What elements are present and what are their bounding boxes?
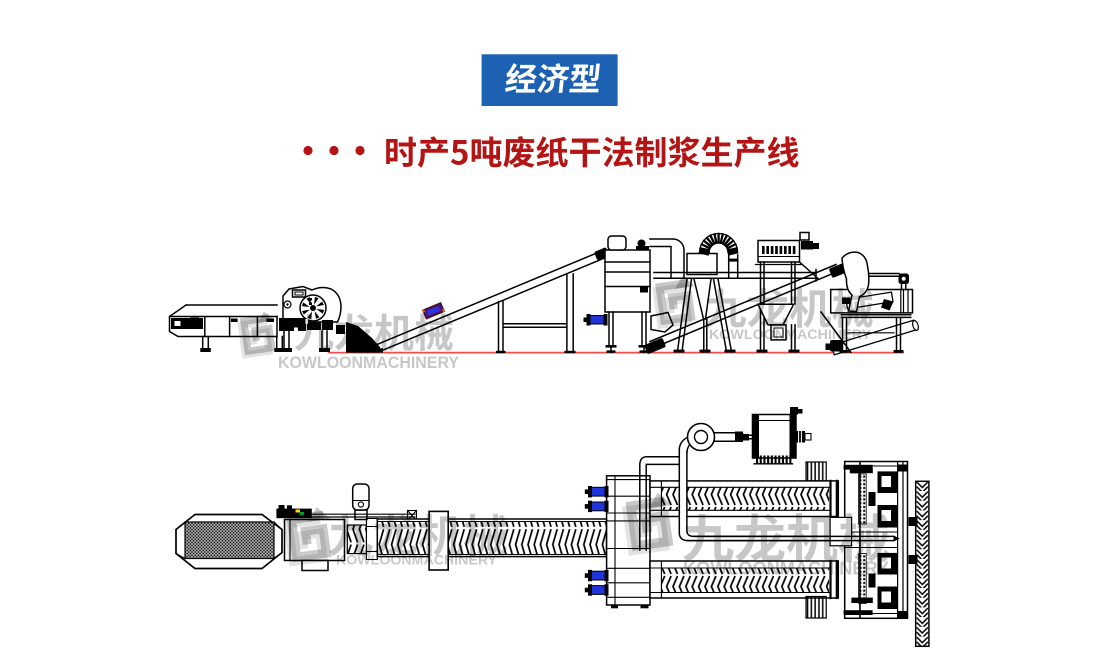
svg-text:KOWLOONMACHINERY: KOWLOONMACHINERY xyxy=(709,327,872,343)
svg-text:KOWLOONMACHINERY: KOWLOONMACHINERY xyxy=(278,353,460,372)
svg-text:KOWLOONMACHINERY: KOWLOONMACHINERY xyxy=(336,552,498,568)
svg-text:KOWLOONMACHINERY: KOWLOONMACHINERY xyxy=(683,559,889,579)
